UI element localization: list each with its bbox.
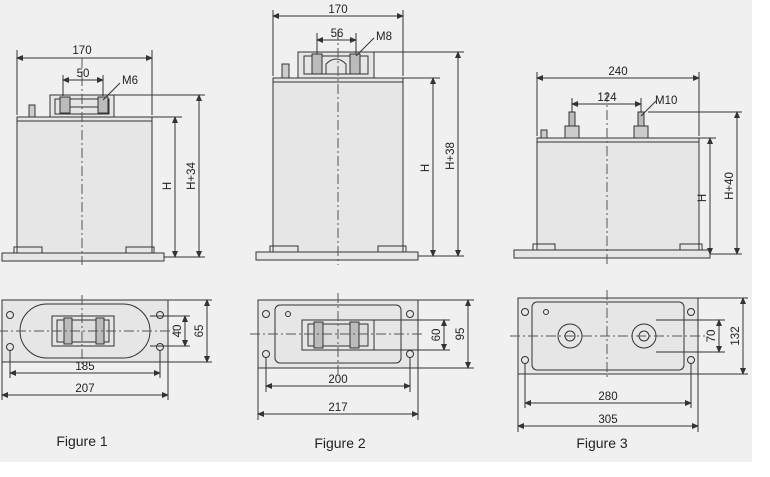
figure-2-front-view — [255, 10, 464, 265]
fig2-total-height-label: H+38 — [445, 142, 457, 170]
fig2-width-label: 170 — [328, 4, 347, 16]
fig1-inner-length-label: 185 — [75, 361, 94, 373]
fig2-inner-width-label: 60 — [431, 329, 443, 342]
figure-1-caption: Figure 1 — [56, 433, 108, 449]
fig2-inner-length-label: 200 — [328, 374, 347, 386]
fig2-height-label: H — [420, 164, 432, 172]
fig3-width-label: 240 — [608, 66, 627, 78]
figure-1-base-view — [0, 295, 212, 400]
fig3-inner-length-label: 280 — [598, 391, 617, 403]
figure-3-front-view — [513, 72, 742, 265]
fig2-outer-width-label: 95 — [455, 328, 467, 341]
fig2-spacing-label: 56 — [331, 28, 344, 40]
fig1-spacing-label: 50 — [77, 68, 90, 80]
figure-3-base-view — [510, 290, 748, 432]
fig3-thread-label: M10 — [655, 95, 677, 107]
fig3-inner-width-label: 70 — [706, 330, 718, 343]
fig3-total-height-label: H+40 — [724, 172, 736, 200]
fig1-width-label: 170 — [72, 45, 91, 57]
fig1-outer-width-label: 65 — [194, 325, 206, 338]
fig3-outer-width-label: 132 — [730, 326, 742, 345]
figure-3-caption: Figure 3 — [576, 435, 628, 451]
fig1-height-label: H — [162, 182, 174, 190]
figure-2-caption: Figure 2 — [314, 435, 366, 451]
fig1-outer-length-label: 207 — [75, 383, 94, 395]
figure-1-front-view — [1, 50, 205, 265]
fig2-outer-length-label: 217 — [328, 402, 347, 414]
fig1-thread-label: M6 — [122, 75, 138, 87]
figure-2-base-view — [250, 293, 474, 420]
fig2-thread-label: M8 — [376, 31, 392, 43]
fig3-spacing-label: 124 — [597, 92, 617, 104]
fig3-height-label: H — [697, 194, 709, 202]
fig1-inner-width-label: 40 — [172, 325, 184, 338]
fig1-total-height-label: H+34 — [186, 161, 198, 189]
fig3-outer-length-label: 305 — [598, 414, 617, 426]
